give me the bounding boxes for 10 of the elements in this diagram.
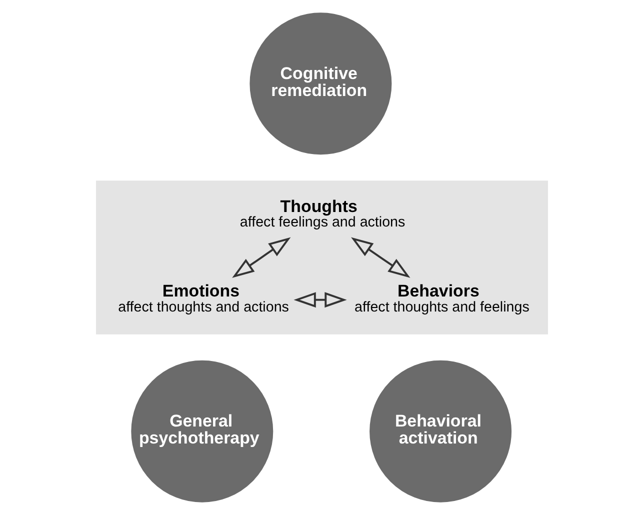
node-circle: General psychotherapy xyxy=(131,360,274,502)
arrow xyxy=(232,237,291,278)
node-text: Thoughts affect feelings and actions xyxy=(240,196,406,231)
arrow xyxy=(294,292,347,308)
arrow xyxy=(351,237,410,278)
node-circle: Cognitive remediation xyxy=(250,12,392,155)
node-circle: Behavioral activation xyxy=(370,360,512,502)
node-text: Behaviors affect thoughts and feelings xyxy=(354,281,530,316)
cluster xyxy=(96,180,548,334)
node-text: Emotions affect thoughts and actions xyxy=(118,281,289,316)
